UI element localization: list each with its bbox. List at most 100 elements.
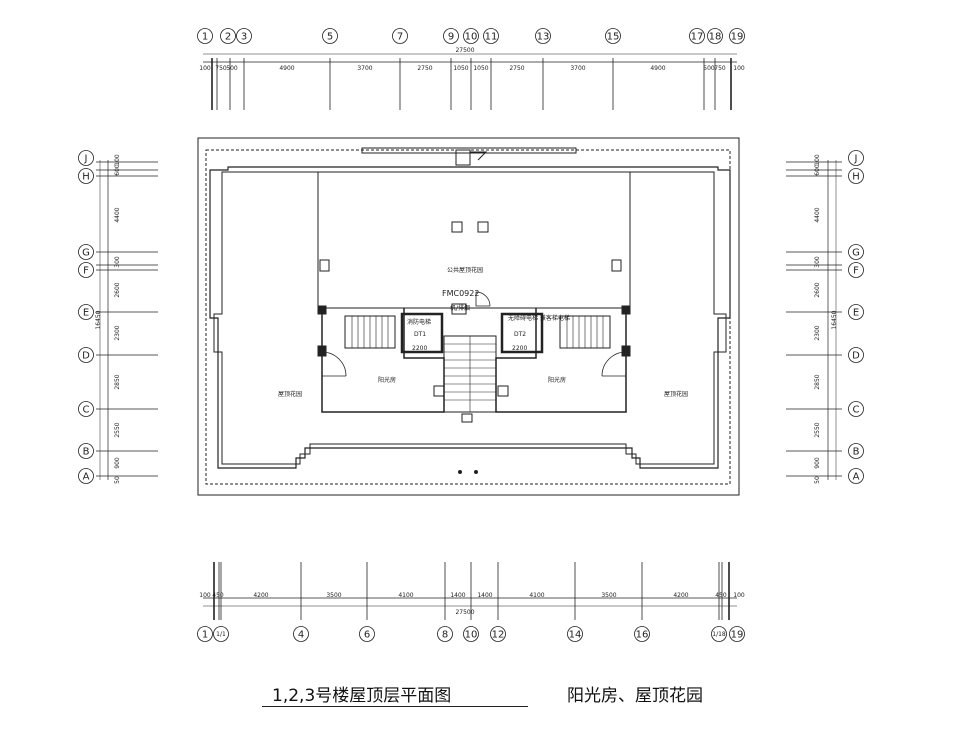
bottom-axis-bubble-1-1-label: 1/1 — [216, 631, 226, 638]
column-4 — [621, 305, 631, 315]
left-axis-bubble-A — [78, 468, 94, 484]
drain-2 — [474, 470, 478, 474]
top-axis-bubble-7-label: 7 — [397, 32, 403, 43]
top-axis-bubble-18-label: 18 — [709, 32, 722, 43]
left-dim-2: 4400 — [114, 207, 121, 222]
elevator-right-tag: DT2 — [514, 331, 526, 338]
top-axis-bubble-10 — [463, 28, 479, 44]
bottom-dim-1: 450 — [212, 592, 224, 599]
top-dim-1: 750 — [215, 65, 227, 72]
bottom-axis-bubble-19-label: 19 — [731, 630, 744, 641]
top-axis-bubble-15-label: 15 — [607, 32, 620, 43]
bottom-axis-bubble-14 — [567, 626, 583, 642]
left-dim-3: 300 — [114, 256, 121, 268]
top-axis-bubble-2 — [220, 28, 236, 44]
right-axis-bubble-H-label: H — [852, 172, 860, 183]
left-axis-bubble-F-label: F — [83, 266, 89, 277]
right-dim-4: 2600 — [814, 282, 821, 297]
bottom-dim-11: 100 — [733, 592, 745, 599]
elevator-left-tag: DT1 — [414, 331, 426, 338]
bottom-dim-0: 100 — [199, 592, 211, 599]
top-total-dim: 27500 — [455, 47, 474, 54]
column-5 — [451, 303, 467, 315]
top-axis-bubble-9 — [443, 28, 459, 44]
left-dim-4: 2600 — [114, 282, 121, 297]
bottom-dim-6: 1400 — [477, 592, 492, 599]
column-2 — [621, 345, 631, 357]
room-elevator-left: 消防电梯 — [407, 318, 431, 326]
bottom-axis-bubble-6-label: 6 — [364, 630, 370, 641]
parapet-inner-outline — [209, 166, 731, 469]
left-dim-5: 2300 — [114, 325, 121, 340]
top-dim-9: 3700 — [570, 65, 585, 72]
left-dim-6: 2850 — [114, 374, 121, 389]
room-public-garden: 公共屋顶花园 — [447, 266, 483, 274]
bottom-axis-bubble-16-label: 16 — [636, 630, 649, 641]
left-axis-bubble-F — [78, 262, 94, 278]
floor-drain-3 — [461, 413, 473, 423]
top-axis-bubble-3 — [236, 28, 252, 44]
top-axis-bubble-3-label: 3 — [241, 32, 247, 43]
top-axis-bubble-13-label: 13 — [537, 32, 550, 43]
bottom-axis-bubble-8 — [437, 626, 453, 642]
room-roof-garden-right: 屋顶花园 — [664, 390, 688, 398]
top-dim-6: 1050 — [453, 65, 468, 72]
right-dim-3: 300 — [814, 256, 821, 268]
top-axis-bubble-18 — [707, 28, 723, 44]
right-axis-bubble-B — [848, 443, 864, 459]
elevator-core-left — [400, 312, 444, 354]
right-axis-bubble-G-label: G — [852, 248, 860, 259]
column-3 — [317, 305, 327, 315]
right-dim-9: 50 — [814, 476, 821, 484]
bottom-axis-bubble-6 — [359, 626, 375, 642]
floor-drain-1 — [433, 385, 445, 397]
right-dim-6: 2850 — [814, 374, 821, 389]
roof-outer-boundary — [197, 137, 740, 496]
bottom-dim-8: 3500 — [601, 592, 616, 599]
left-axis-bubble-C — [78, 401, 94, 417]
vent-3 — [319, 259, 330, 272]
top-axis-bubble-11 — [483, 28, 499, 44]
left-axis-bubble-G — [78, 244, 94, 260]
room-elevator-right: 无障碍电梯 兼客梯电梯 — [508, 314, 570, 322]
top-axis-bubble-15 — [605, 28, 621, 44]
bottom-axis-bubble-14-label: 14 — [569, 630, 582, 641]
bottom-axis-bubble-10-label: 10 — [465, 630, 478, 641]
bottom-axis-bubble-1 — [197, 626, 213, 642]
top-dim-13: 100 — [733, 65, 745, 72]
top-axis-bubble-7 — [392, 28, 408, 44]
right-dim-8: 900 — [814, 457, 821, 469]
elevator-core-right — [500, 312, 544, 354]
top-dim-3: 4900 — [279, 65, 294, 72]
left-axis-bubble-B — [78, 443, 94, 459]
parapet-inner-outline-2 — [213, 171, 727, 465]
left-dim-7: 2550 — [114, 422, 121, 437]
right-dim-0: 100 — [814, 154, 821, 166]
vent-4 — [611, 259, 622, 272]
roof-ridge-element — [361, 147, 577, 154]
top-dim-5: 2750 — [417, 65, 432, 72]
vent-1 — [451, 221, 463, 233]
right-axis-bubble-H — [848, 168, 864, 184]
right-axis-bubble-J-label: J — [854, 154, 858, 165]
top-dim-12: 750 — [714, 65, 726, 72]
bottom-dim-4: 4100 — [398, 592, 413, 599]
top-axis-bubble-2-label: 2 — [225, 32, 231, 43]
drawing-subtitle: 阳光房、屋顶花园 — [567, 686, 703, 706]
left-axis-bubble-D-label: D — [82, 351, 90, 362]
sunroom-right-outline — [495, 308, 627, 413]
bottom-axis-bubble-10 — [463, 626, 479, 642]
room-roof-garden-left: 屋顶花园 — [278, 390, 302, 398]
top-axis-bubble-5-label: 5 — [327, 32, 333, 43]
bottom-dim-9: 4200 — [673, 592, 688, 599]
left-axis-bubble-E-label: E — [83, 308, 89, 319]
top-axis-bubble-9-label: 9 — [448, 32, 454, 43]
left-axis-bubble-C-label: C — [83, 405, 90, 416]
right-axis-bubble-F — [848, 262, 864, 278]
top-dim-8: 2750 — [509, 65, 524, 72]
right-axis-bubble-E-label: E — [853, 308, 859, 319]
left-dim-0: 100 — [114, 154, 121, 166]
right-axis-bubble-E — [848, 304, 864, 320]
